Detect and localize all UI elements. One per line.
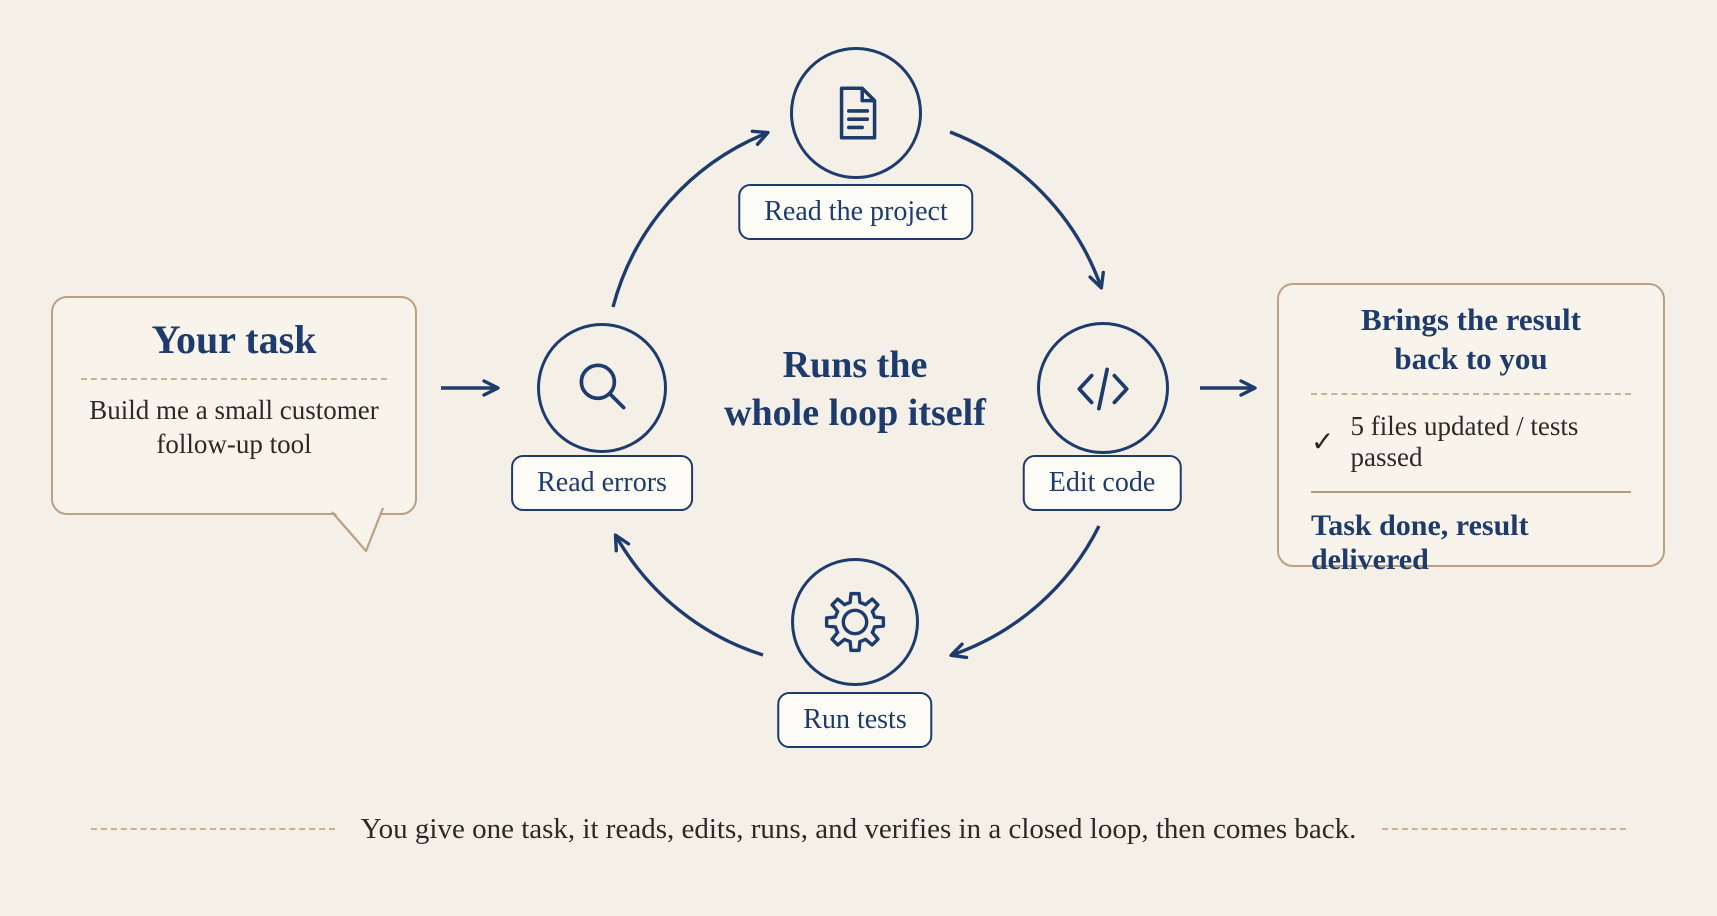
task-description-line2: follow-up tool bbox=[156, 428, 312, 459]
result-title-line1: Brings the result bbox=[1361, 302, 1581, 337]
label-read-errors: Read errors bbox=[511, 455, 693, 512]
caption-dash-right bbox=[1382, 828, 1627, 830]
footer-caption: You give one task, it reads, edits, runs… bbox=[360, 812, 1357, 845]
loop-title: Runs the whole loop itself bbox=[724, 342, 986, 437]
check-icon: ✓ bbox=[1311, 426, 1335, 458]
node-read-project bbox=[790, 47, 922, 179]
label-edit-code: Edit code bbox=[1022, 455, 1182, 512]
result-status: Task done, result delivered bbox=[1311, 508, 1529, 576]
result-divider-solid bbox=[1311, 490, 1631, 493]
task-description: Build me a small customer follow-up tool bbox=[71, 394, 397, 462]
footer-caption-row: You give one task, it reads, edits, runs… bbox=[0, 800, 1717, 858]
caption-dash-left bbox=[90, 828, 335, 830]
result-title: Brings the result back to you bbox=[1309, 301, 1633, 379]
loop-title-line2: whole loop itself bbox=[724, 391, 986, 434]
result-divider-dashed bbox=[1311, 392, 1631, 395]
gear-icon-path bbox=[824, 591, 886, 653]
result-card: Brings the result back to you ✓ 5 files … bbox=[1277, 283, 1665, 576]
code-icon bbox=[1077, 367, 1129, 411]
task-description-line1: Build me a small customer bbox=[89, 395, 379, 425]
node-edit-code bbox=[1037, 322, 1169, 454]
document-icon bbox=[839, 86, 877, 140]
gear-icon bbox=[824, 591, 886, 653]
magnifier-icon bbox=[579, 363, 626, 410]
task-title: Your task bbox=[151, 317, 317, 362]
label-read-project: Read the project bbox=[738, 184, 974, 241]
result-title-line2: back to you bbox=[1394, 340, 1548, 376]
arc-run-tests-to-read-errors bbox=[613, 533, 764, 657]
arc-edit-code-to-run-tests bbox=[949, 525, 1101, 660]
loop-title-line1: Runs the bbox=[782, 344, 928, 386]
task-bubble: Your task Build me a small customer foll… bbox=[51, 296, 417, 515]
node-read-errors bbox=[537, 323, 667, 453]
node-run-tests bbox=[791, 558, 919, 686]
result-check-text: 5 files updated / tests passed bbox=[1350, 410, 1579, 472]
result-check-row: ✓ 5 files updated / tests passed bbox=[1309, 411, 1633, 473]
label-run-tests: Run tests bbox=[777, 692, 933, 749]
task-divider bbox=[81, 378, 387, 380]
